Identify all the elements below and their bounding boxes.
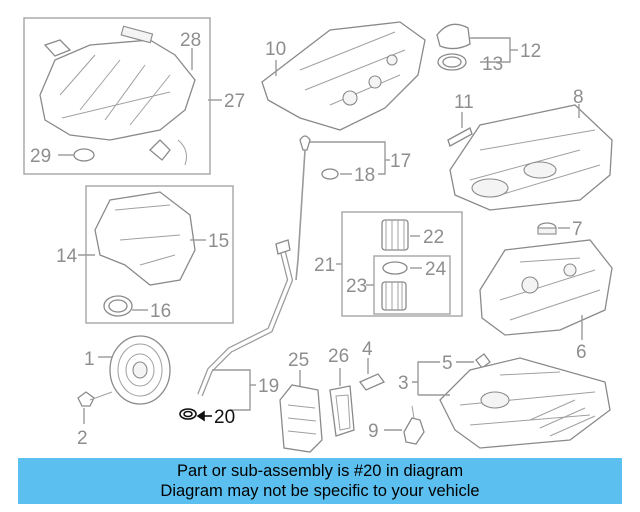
seal-20-highlighted	[179, 408, 197, 420]
gasket-11	[447, 127, 473, 147]
parts-diagram: 28 27 29 10 12 13 11 8 1	[23, 17, 613, 453]
label-10: 10	[265, 39, 286, 60]
label-4: 4	[362, 339, 373, 360]
pulley-group	[77, 335, 171, 424]
label-28: 28	[180, 30, 201, 51]
upper-oil-pan	[449, 104, 613, 211]
intake-manifold-group	[23, 17, 222, 175]
label-6: 6	[576, 342, 587, 363]
timing-cover	[94, 191, 196, 286]
dipstick-tube-group	[179, 239, 294, 422]
gasket-4	[358, 373, 386, 391]
label-23: 23	[346, 276, 367, 297]
label-15: 15	[208, 231, 229, 252]
tube-bracket	[275, 239, 291, 255]
label-22: 22	[423, 227, 444, 248]
seal-18	[321, 168, 339, 180]
label-2: 2	[77, 428, 88, 449]
cylinder-head-cover	[261, 21, 426, 131]
label-11: 11	[454, 92, 474, 113]
label-27: 27	[224, 91, 245, 112]
label-9: 9	[368, 421, 379, 442]
dipstick-handle	[299, 135, 311, 151]
oil-cooler-group	[279, 368, 355, 453]
oil-cap-group	[436, 23, 518, 71]
pulley-bolt	[77, 391, 95, 407]
label-12: 12	[520, 41, 541, 62]
label-3: 3	[398, 373, 409, 394]
intake-manifold-frame	[23, 17, 211, 175]
banner-line-2: Diagram may not be specific to your vehi…	[160, 482, 480, 500]
seal-29	[73, 148, 95, 162]
label-20: 20	[214, 407, 235, 428]
label-17: 17	[390, 151, 411, 172]
label-8: 8	[573, 87, 584, 108]
lower-oil-pan-group	[358, 353, 611, 449]
oil-level-sensor	[403, 417, 425, 445]
label-26: 26	[328, 346, 349, 367]
label-7: 7	[572, 219, 583, 240]
oil-filter-group	[336, 211, 463, 317]
label-21: 21	[314, 255, 335, 276]
banner-line-1: Part or sub-assembly is #20 in diagram	[176, 462, 464, 480]
label-5: 5	[442, 353, 453, 374]
lower-oil-pan	[439, 357, 611, 449]
dipstick-group	[295, 135, 390, 281]
oil-filter-element	[381, 281, 407, 311]
label-24: 24	[425, 259, 447, 280]
oil-pump-group	[479, 222, 613, 340]
cylinder-head-cover-group	[261, 21, 426, 131]
oil-filler-cap	[436, 23, 471, 50]
label-25: 25	[288, 350, 309, 371]
info-banner: Part or sub-assembly is #20 in diagram D…	[18, 458, 622, 504]
label-29: 29	[30, 146, 51, 167]
upper-oil-pan-group	[447, 104, 613, 211]
oil-filter-cap	[381, 219, 409, 251]
label-19: 19	[258, 376, 279, 397]
label-18: 18	[354, 165, 375, 186]
oil-pump-housing	[479, 239, 613, 336]
label-1: 1	[84, 349, 95, 370]
gasket-26	[329, 385, 355, 437]
oil-cooler	[279, 384, 323, 453]
seal-24	[382, 261, 408, 275]
intake-manifold	[39, 39, 196, 141]
label-13: 13	[482, 54, 503, 75]
timing-cover-group	[78, 185, 234, 324]
label-16: 16	[150, 301, 171, 322]
label-14: 14	[56, 246, 78, 267]
drain-plug-5	[475, 353, 491, 369]
